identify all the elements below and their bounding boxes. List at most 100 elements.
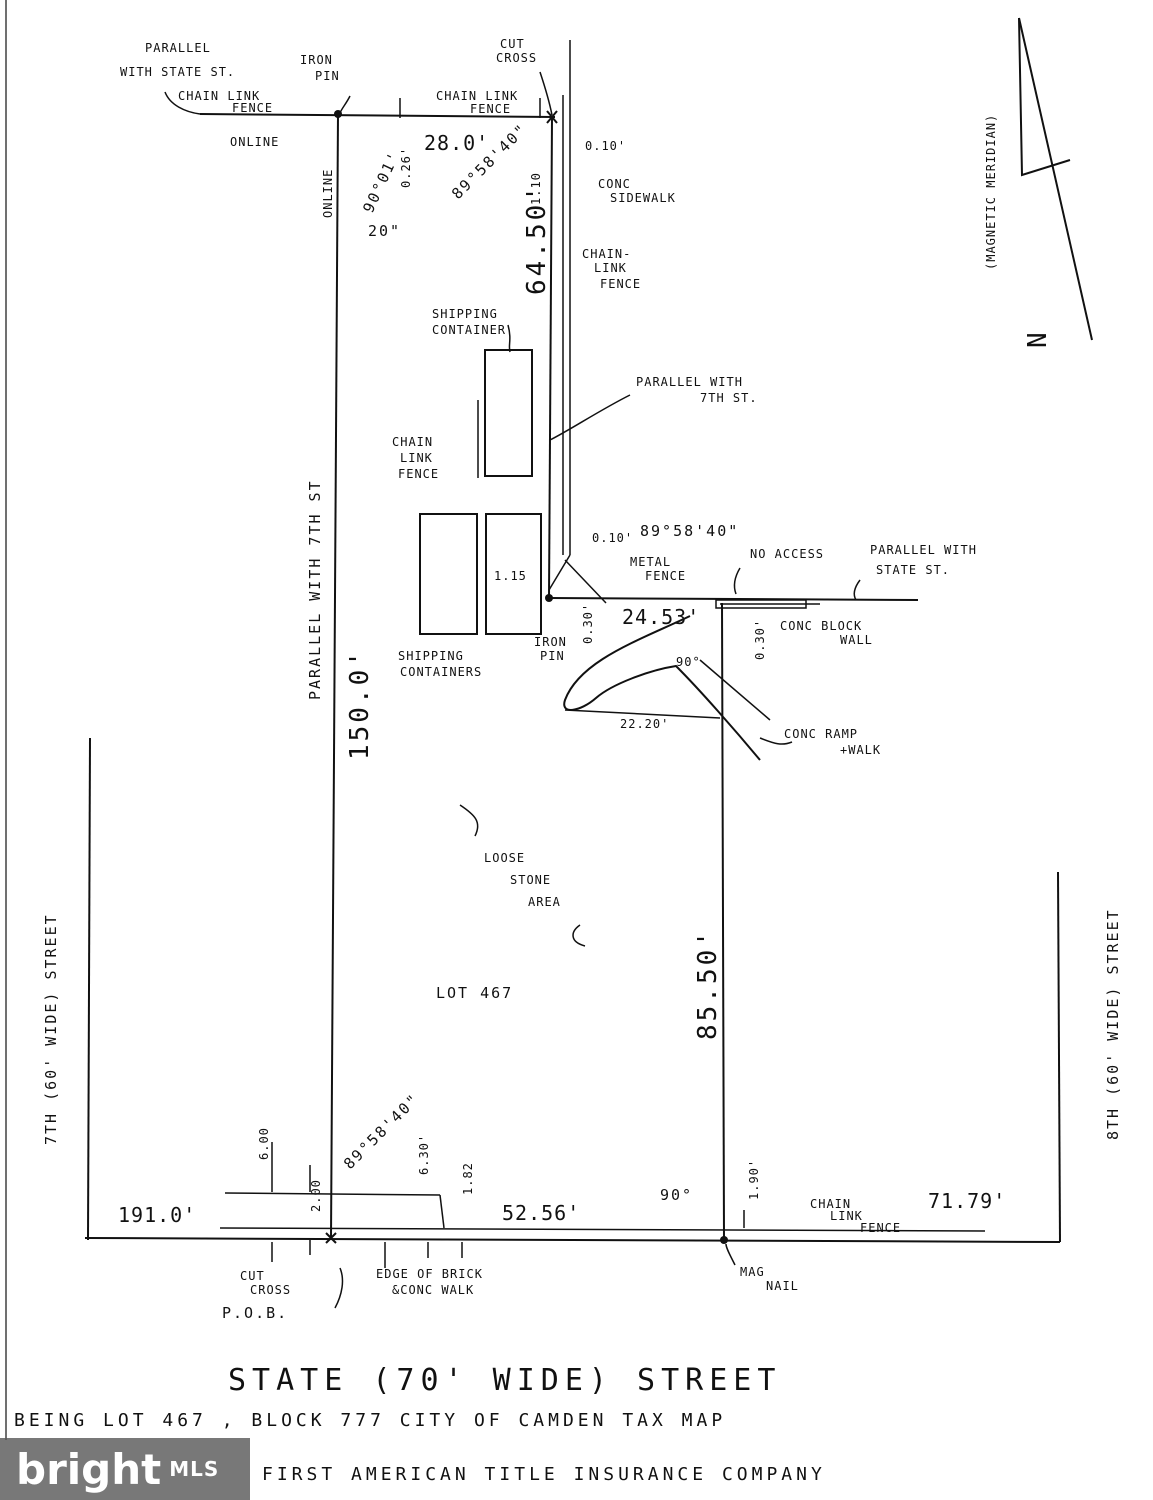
- label-chain-link-fence-right-2: LINK: [594, 261, 627, 275]
- state-street-line: [84, 1237, 1061, 1243]
- label-chain-link-fence-mid: CHAIN: [392, 435, 433, 449]
- label-conc-ramp: CONC RAMP: [784, 727, 858, 741]
- dim-0-10-top: 0.10': [585, 139, 626, 153]
- dim-22-20: 22.20': [620, 717, 669, 731]
- label-no-access: NO ACCESS: [750, 547, 824, 561]
- label-online-horizontal: ONLINE: [230, 135, 279, 149]
- label-cut-cross-top-2: CROSS: [496, 51, 537, 65]
- dim-1-90: 1.90': [747, 1159, 761, 1200]
- watermark-suffix: MLS: [169, 1457, 220, 1481]
- label-chain-link-fence-bottom-2: LINK: [830, 1209, 863, 1223]
- meridian-arrow-line: [1018, 17, 1093, 341]
- label-conc-sidewalk-2: SIDEWALK: [610, 191, 676, 205]
- dim-2-00: 2.00: [309, 1179, 323, 1212]
- label-cut-cross-top: CUT: [500, 37, 525, 51]
- 7th-street-edge: [87, 737, 91, 1241]
- label-metal-fence-2: FENCE: [645, 569, 686, 583]
- dim-1-15: 1.15: [494, 569, 527, 583]
- dim-191-0: 191.0': [118, 1203, 196, 1227]
- label-state-street: STATE (70' WIDE) STREET: [228, 1363, 781, 1398]
- label-edge-of-brick-2: &CONC WALK: [392, 1283, 474, 1297]
- label-chain-link-fence-tl: CHAIN LINK: [178, 89, 260, 103]
- label-iron-pin-top-2: PIN: [315, 69, 340, 83]
- dim-64-50: 64.50': [522, 183, 552, 295]
- iron-pin-top-dot: [334, 110, 342, 118]
- dim-24-53: 24.53': [622, 605, 700, 629]
- label-chain-link-fence-mid-2: LINK: [400, 451, 433, 465]
- label-metal-fence: METAL: [630, 555, 671, 569]
- caption-title-company: FIRST AMERICAN TITLE INSURANCE COMPANY: [262, 1464, 826, 1485]
- dim-52-56: 52.56': [502, 1201, 580, 1225]
- label-mag-nail: MAG: [740, 1265, 765, 1279]
- top-boundary-line: [199, 113, 556, 118]
- label-parallel-state: PARALLEL: [145, 41, 211, 55]
- angle-90-01-20: 90°01': [359, 148, 403, 216]
- angle-89-58-40-bottom: 89°58'40": [340, 1090, 423, 1173]
- right-boundary-line: [721, 602, 725, 1241]
- label-cut-cross-bottom: CUT: [240, 1269, 265, 1283]
- dim-85-50: 85.50': [693, 928, 723, 1040]
- label-7th-street: 7TH (60' WIDE) STREET: [42, 913, 60, 1145]
- label-shipping-containers: SHIPPING: [398, 649, 464, 663]
- meridian-arrow-head: [1018, 17, 1071, 177]
- dim-0-10-mid: 0.10': [592, 531, 633, 545]
- label-parallel-state-right-2: STATE ST.: [876, 563, 950, 577]
- label-conc-block-wall: CONC BLOCK: [780, 619, 862, 633]
- label-lot-467: LOT 467: [436, 984, 513, 1002]
- label-online-vertical: ONLINE: [321, 169, 335, 218]
- label-magnetic-meridian: (MAGNETIC MERIDIAN): [984, 114, 998, 270]
- label-iron-pin-top: IRON: [300, 53, 333, 67]
- upper-right-boundary-line: [548, 117, 553, 598]
- label-pob: P.O.B.: [222, 1304, 288, 1322]
- label-chain-link-fence-top: CHAIN LINK: [436, 89, 518, 103]
- dim-28-0: 28.0': [424, 131, 489, 155]
- label-8th-street: 8TH (60' WIDE) STREET: [1104, 908, 1122, 1140]
- shipping-container-lower-right: [485, 513, 542, 635]
- dim-6-30: 6.30': [417, 1134, 431, 1175]
- label-shipping-containers-2: CONTAINERS: [400, 665, 482, 679]
- label-parallel-state-right: PARALLEL WITH: [870, 543, 977, 557]
- iron-pin-mid-dot: [545, 594, 553, 602]
- north-symbol: N: [1023, 329, 1053, 348]
- dim-1-10: 1.10: [529, 172, 543, 205]
- label-loose-stone-3: AREA: [528, 895, 561, 909]
- label-shipping-container-2: CONTAINER: [432, 323, 506, 337]
- angle-90-bottom: 90°: [660, 1186, 693, 1204]
- label-chain-link-fence-bottom: CHAIN: [810, 1197, 851, 1211]
- label-chain-link-fence-tl-2: FENCE: [232, 101, 273, 115]
- brightmls-watermark-logo: bright MLS: [0, 1438, 250, 1500]
- dim-0-30-left: 0.30': [581, 603, 595, 644]
- label-chain-link-fence-right-3: FENCE: [600, 277, 641, 291]
- angle-90-01-20-seconds: 20": [368, 222, 401, 240]
- dim-6-00: 6.00: [257, 1127, 271, 1160]
- watermark-brand: bright: [16, 1444, 162, 1494]
- label-conc-block-wall-2: WALL: [840, 633, 873, 647]
- angle-90-ramp: 90°: [676, 655, 701, 669]
- 8th-street-edge: [1057, 871, 1061, 1243]
- label-loose-stone: LOOSE: [484, 851, 525, 865]
- label-shipping-container: SHIPPING: [432, 307, 498, 321]
- label-parallel-7th-2: 7TH ST.: [700, 391, 758, 405]
- label-iron-pin-mid-2: PIN: [540, 649, 565, 663]
- angle-89-58-40-mid: 89°58'40": [640, 522, 739, 540]
- shipping-container-upper: [484, 349, 533, 477]
- label-chain-link-fence-mid-3: FENCE: [398, 467, 439, 481]
- label-cut-cross-bottom-2: CROSS: [250, 1283, 291, 1297]
- conc-ramp-outline: [563, 615, 761, 761]
- label-parallel-7th: PARALLEL WITH: [636, 375, 743, 389]
- label-parallel-state-2: WITH STATE ST.: [120, 65, 235, 79]
- label-loose-stone-2: STONE: [510, 873, 551, 887]
- caption-lot-block: BEING LOT 467 , BLOCK 777 CITY OF CAMDEN…: [14, 1410, 727, 1431]
- label-conc-ramp-2: +WALK: [840, 743, 881, 757]
- label-parallel-with-7th-vertical: PARALLEL WITH 7TH ST: [306, 479, 324, 700]
- dim-0-26: 0.26': [399, 147, 413, 188]
- label-iron-pin-mid: IRON: [534, 635, 567, 649]
- label-chain-link-fence-bottom-3: FENCE: [860, 1221, 901, 1235]
- dim-0-30-right: 0.30': [753, 619, 767, 660]
- dim-71-79: 71.79': [928, 1189, 1006, 1213]
- dim-1-82: 1.82: [461, 1162, 475, 1195]
- label-chain-link-fence-top-2: FENCE: [470, 102, 511, 116]
- label-edge-of-brick: EDGE OF BRICK: [376, 1267, 483, 1281]
- left-boundary-line: [330, 113, 339, 1239]
